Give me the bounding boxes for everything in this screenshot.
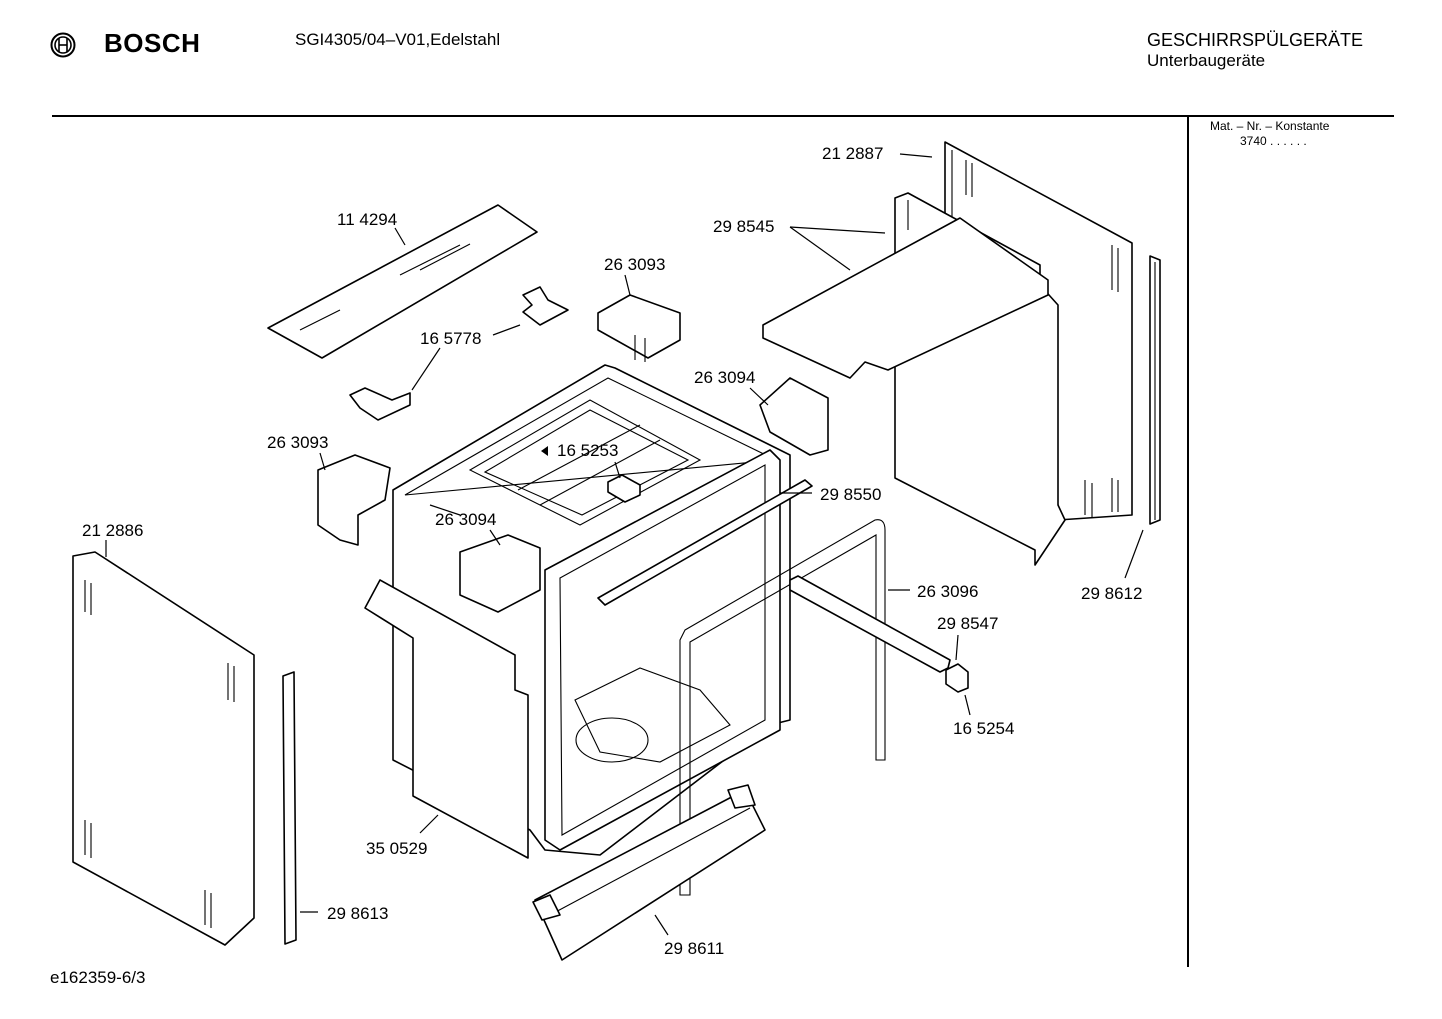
left-edge-strip [282,671,297,945]
mounting-bracket-lower [349,387,411,421]
left-side-panel [72,551,255,946]
part-label-26-3096: 26 3096 [917,582,978,601]
appliance-category: GESCHIRRSPÜLGERÄTE [1147,30,1364,50]
part-label-26-3094-left: 26 3094 [435,510,496,529]
crossbar-tube [789,575,951,673]
mounting-bracket-upper [522,286,569,326]
support-bracket-right [759,377,829,456]
part-label-35-0529: 35 0529 [366,839,427,858]
part-label-29-8612: 29 8612 [1081,584,1142,603]
support-bracket-left [459,534,541,613]
brand-name: BOSCH [104,28,201,58]
top-insulation-mat [762,217,1049,379]
part-label-16-5254: 16 5254 [953,719,1014,738]
part-label-21-2887: 21 2887 [822,144,883,163]
leader-lines [105,153,1144,936]
base-trim-strip [532,784,766,961]
top-cover-plate [267,204,538,359]
part-label-26-3093-left: 26 3093 [267,433,328,452]
hinge-bracket-left [317,454,391,546]
part-label-16-5253: 16 5253 [557,441,618,460]
side-column-divider [1187,117,1189,967]
part-label-29-8547: 29 8547 [937,614,998,633]
part-label-21-2886: 21 2886 [82,521,143,540]
model-designation: SGI4305/04–V01,Edelstahl [295,30,501,49]
crossbar-end-clip [945,663,969,693]
hinge-arm-clip [607,474,641,503]
part-label-29-8611: 29 8611 [664,939,724,958]
material-number-value: 3740 . . . . . . [1240,134,1307,148]
bosch-armature-logo-icon [50,32,76,58]
part-label-26-3094-right: 26 3094 [694,368,755,387]
part-label-29-8613: 29 8613 [327,904,388,923]
document-id: e162359-6/3 [50,968,146,987]
part-label-26-3093-upper: 26 3093 [604,255,665,274]
header-divider [52,115,1394,117]
appliance-subcategory: Unterbaugeräte [1147,51,1266,70]
door-rail [597,479,813,606]
material-number-label: Mat. – Nr. – Konstante [1210,119,1330,133]
part-label-16-5778: 16 5778 [420,329,481,348]
part-label-29-8545: 29 8545 [713,217,774,236]
right-edge-strip [1149,255,1161,525]
hinge-bracket-upper [597,294,681,362]
part-label-11-4294: 11 4294 [337,210,397,229]
front-kick-panel [364,579,529,859]
part-label-29-8550: 29 8550 [820,485,881,504]
